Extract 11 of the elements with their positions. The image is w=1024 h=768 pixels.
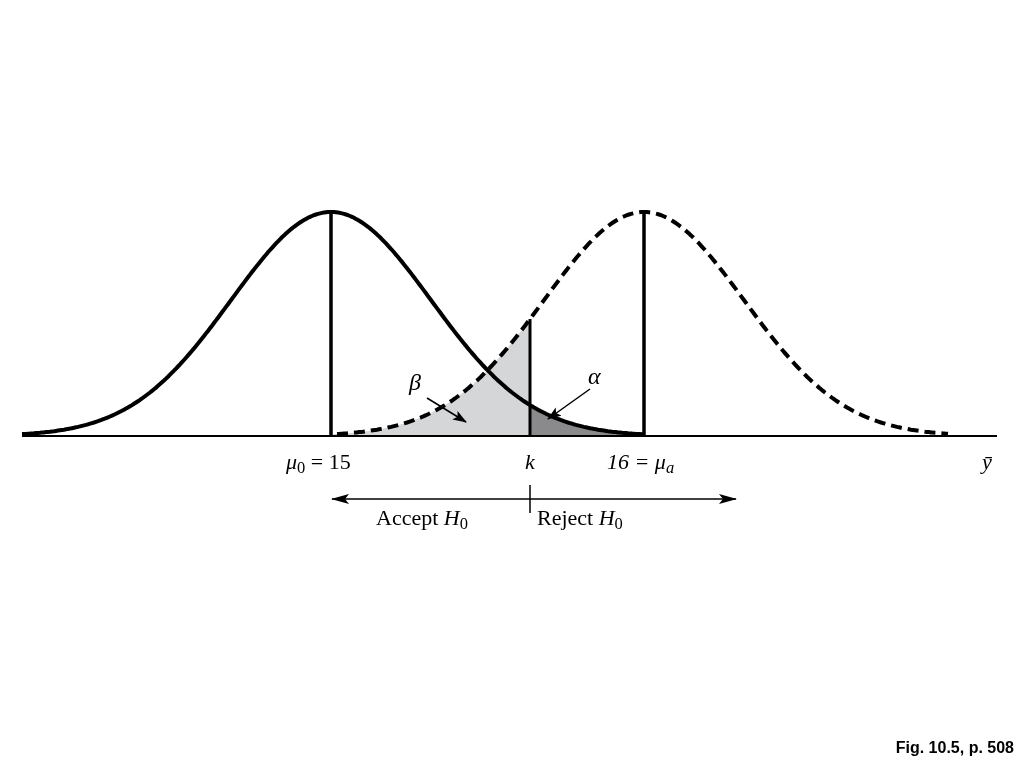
figure-caption: Fig. 10.5, p. 508 [895, 738, 1014, 758]
leader-arrow [426, 397, 467, 423]
axis-label: k [525, 449, 535, 475]
greek-letter-label: β [409, 368, 421, 396]
leader-arrow [547, 388, 591, 420]
region-label: Reject H$_{0}$ [537, 505, 623, 531]
axis-label: μ$_{0}$ = 15 [286, 449, 351, 475]
greek-letter-label: α [588, 362, 601, 390]
axis-label: ȳ [982, 449, 992, 475]
axis-label: 16 = μ$_{a}$ [607, 449, 675, 475]
region-label: Accept H$_{0}$ [376, 505, 468, 531]
